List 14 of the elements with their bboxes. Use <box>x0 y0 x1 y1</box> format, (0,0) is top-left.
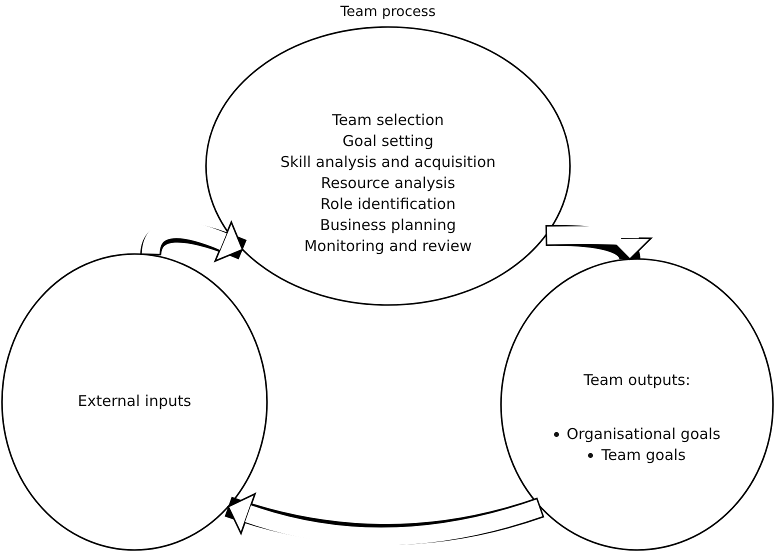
node-heading: Team process <box>339 4 437 20</box>
node-text: Business planning <box>320 215 456 236</box>
node-text: External inputs <box>78 391 192 412</box>
node-text: Resource analysis <box>320 173 456 194</box>
node-text: Skill analysis and acquisition <box>280 152 496 173</box>
ellipse-node <box>1 253 268 551</box>
node-text: Role identification <box>320 194 456 215</box>
ellipse-node <box>500 258 774 551</box>
node-text: Monitoring and review <box>304 236 472 257</box>
bullet-text: Team goals <box>601 445 686 466</box>
node-heading: Team outputs: <box>584 370 690 391</box>
node-text: Goal setting <box>342 131 434 152</box>
bullet-text: Organisational goals <box>566 424 720 445</box>
node-text: Team selection <box>332 110 444 131</box>
